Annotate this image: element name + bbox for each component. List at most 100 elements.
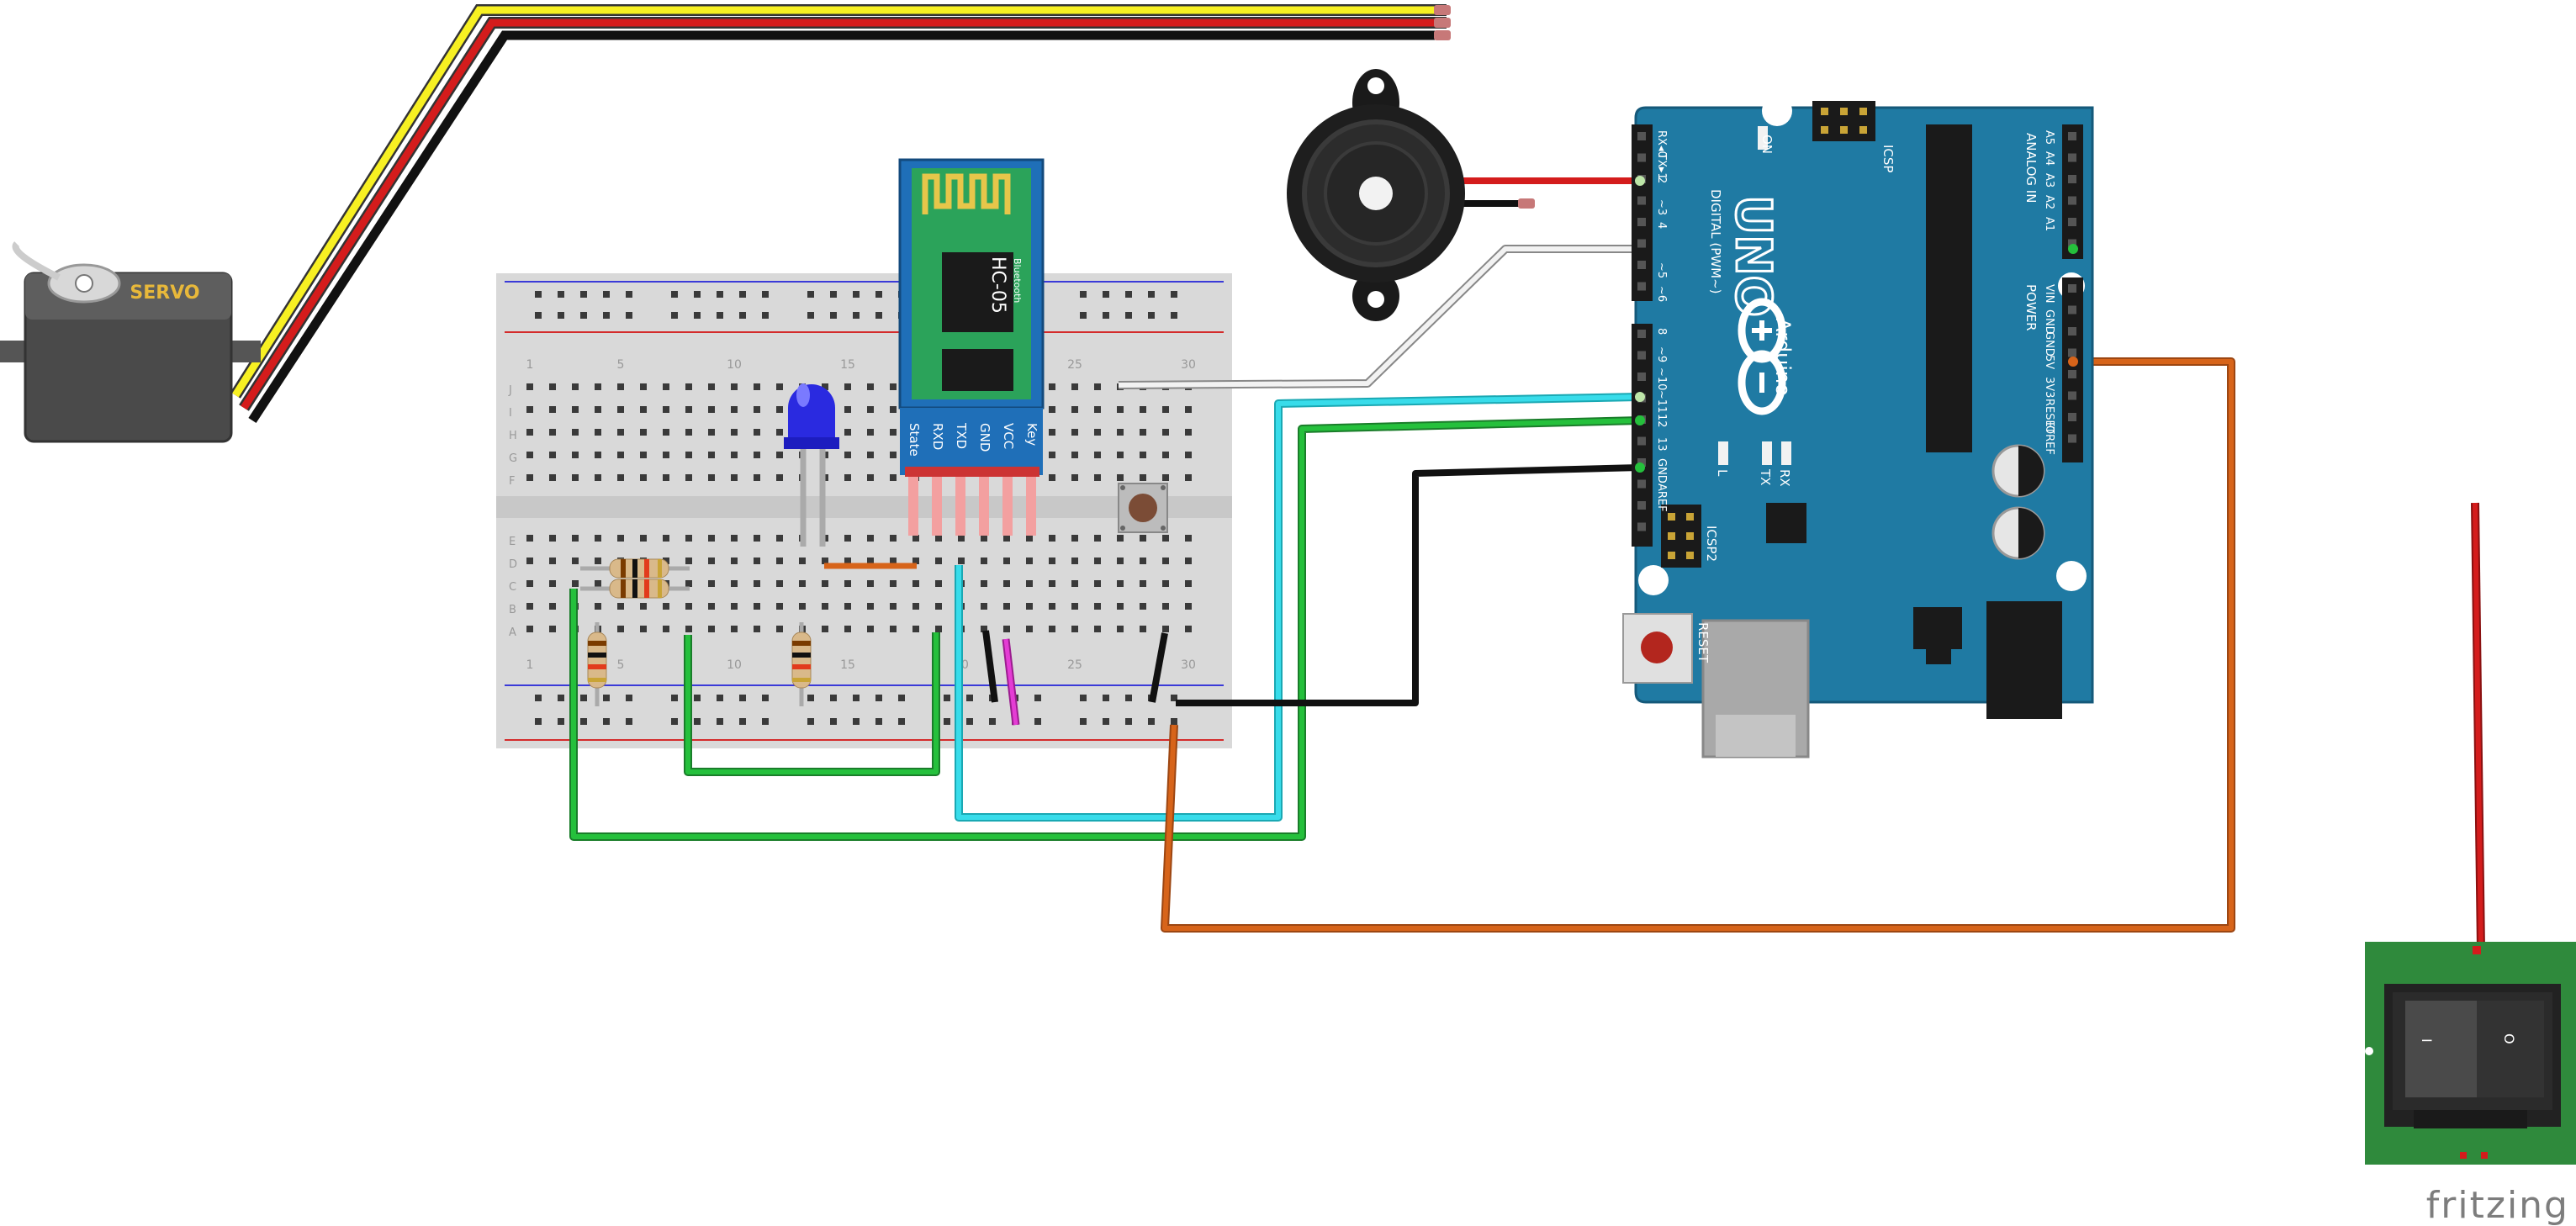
pin-label-gnd: GND [1655,458,1668,484]
resistor-2 [580,579,690,599]
icsp-header [1812,101,1875,141]
hc05-pin-state: State [907,423,922,457]
pin-label-0: RX◂0 [1655,130,1668,158]
wire-black-gnd [1176,464,1641,706]
hc05-pin-vcc: VCC [1001,423,1016,449]
blue-led[interactable] [784,383,839,547]
col-label-30-b: 30 [1181,658,1196,672]
col-label-5: 5 [617,358,625,372]
reset-label: RESET [1695,622,1711,663]
pin-label-8: 8 [1655,328,1668,335]
pin-label-6: ~6 [1655,286,1668,302]
switch-off-symbol: O [2501,1033,2517,1044]
pin-label-10: ~10 [1655,367,1668,390]
arduino-uno-board[interactable]: RESET [1622,96,2094,758]
dc-power-jack [1986,601,2062,719]
atmega-chip [1926,124,1972,452]
pin-label-12: 12 [1655,414,1668,428]
col-label-25: 25 [1067,358,1082,372]
pin-label-3: ~3 [1655,199,1668,215]
tx-led-label: TX [1758,468,1773,485]
analog-in-label: ANALOG IN [2023,133,2039,203]
analog-pin-labels: A5 A4 A3 A2 A1 A0 [2043,130,2055,231]
pin-label-a1: A1 [2043,217,2055,231]
pin-label-a5: A5 [2043,130,2055,145]
wire-black-jumper-2 [1149,632,1168,703]
row-label-G: G [509,452,517,465]
antenna-trace [922,173,1011,214]
pin-label-2: 2 [1655,177,1668,183]
row-label-I: I [509,407,512,420]
wire-endpoints [1635,176,2078,473]
icsp2-label: ICSP2 [1704,526,1719,562]
digital-header-1 [1632,124,1653,301]
fritzing-watermark: fritzing [2426,1184,2569,1226]
on-led-label: ON [1759,135,1775,154]
row-label-F: F [509,475,515,488]
rocker-switch[interactable]: I O [2365,942,2576,1165]
resistor-4 [791,622,812,706]
digital-pwm-label: DIGITAL (PWM~) [1708,189,1723,294]
pin-label-4: 4 [1655,222,1668,229]
col-label-1-b: 1 [526,658,534,672]
pin-label-a4: A4 [2043,151,2055,166]
pin-label-gnd1: GND [2043,309,2055,335]
hc05-bluetooth-module[interactable]: HC-05 Bluetooth State RXD TXD GND VCC Ke… [898,158,1045,536]
hc05-pin-labels: State RXD TXD GND VCC Key [907,422,1039,457]
pin-label-a2: A2 [2043,195,2055,209]
power-label: POWER [2023,284,2039,331]
arduino-logo [1738,298,1786,415]
pin-label-vin: VIN [2043,284,2055,303]
pin-label-9: ~9 [1655,346,1668,362]
pin-label-gnd2: GND [2043,331,2055,357]
col-label-15: 15 [840,358,855,372]
row-label-A: A [509,626,516,639]
pin-label-3v3: 3V3 [2043,377,2055,398]
col-label-1: 1 [526,358,534,372]
pin-label-13: 13 [1655,437,1668,452]
row-label-B: B [509,604,516,616]
pin-label-ioref: IOREF [2043,422,2055,455]
switch-on-symbol: I [2419,1038,2435,1043]
hc05-pin-key: Key [1024,423,1039,446]
hc05-pin-rxd: RXD [930,423,945,450]
pin-label-aref: AREF [1655,484,1668,512]
l-led-label: L [1715,469,1730,477]
row-label-J: J [508,384,512,397]
pin-label-1: TX▸1 [1655,152,1668,180]
row-label-E: E [509,536,516,548]
row-label-D: D [509,558,517,571]
breadboard[interactable]: 1 5 10 15 20 25 30 1 5 10 15 20 25 30 J … [496,273,1232,748]
row-label-H: H [509,430,517,442]
pin-label-reset: RESET [2043,399,2055,434]
digital-pin-labels: RX◂0 TX▸1 2 ~3 4 ~5 ~6 7 8 ~9 ~10 ~11 12… [1655,130,1668,512]
push-button[interactable] [1118,483,1168,533]
hc05-pin-txd: TXD [954,422,969,449]
analog-header [2062,124,2083,259]
col-label-25-b: 25 [1067,658,1082,672]
servo-label: SERVO [130,283,199,304]
col-label-30: 30 [1181,358,1196,372]
resistor-3 [587,622,607,706]
row-label-C: C [509,581,516,594]
icsp2-header [1661,505,1701,568]
pin-label-5v: 5V [2043,355,2055,369]
servo-motor[interactable]: SERVO [0,4,1451,443]
resistor-1 [580,558,690,579]
col-label-10-b: 10 [727,658,742,672]
servo-wire-black [248,30,1447,424]
hc05-subtitle-label: Bluetooth [1012,258,1023,303]
col-label-5-b: 5 [617,658,625,672]
rx-led-label: RX [1777,469,1792,487]
pin-label-5: ~5 [1655,262,1668,278]
power-pin-labels: VIN GND GND 5V 3V3 RESET IOREF [2043,284,2055,455]
hc05-pin-gnd: GND [977,423,992,452]
col-label-15-b: 15 [840,658,855,672]
arduino-brand-label: Arduino [1771,318,1795,396]
hc05-header-pins [905,467,1039,536]
hc05-model-label: HC-05 [987,256,1008,314]
piezo-buzzer[interactable] [1287,69,1465,321]
pin-label-11: ~11 [1655,390,1668,413]
col-label-10: 10 [727,358,742,372]
